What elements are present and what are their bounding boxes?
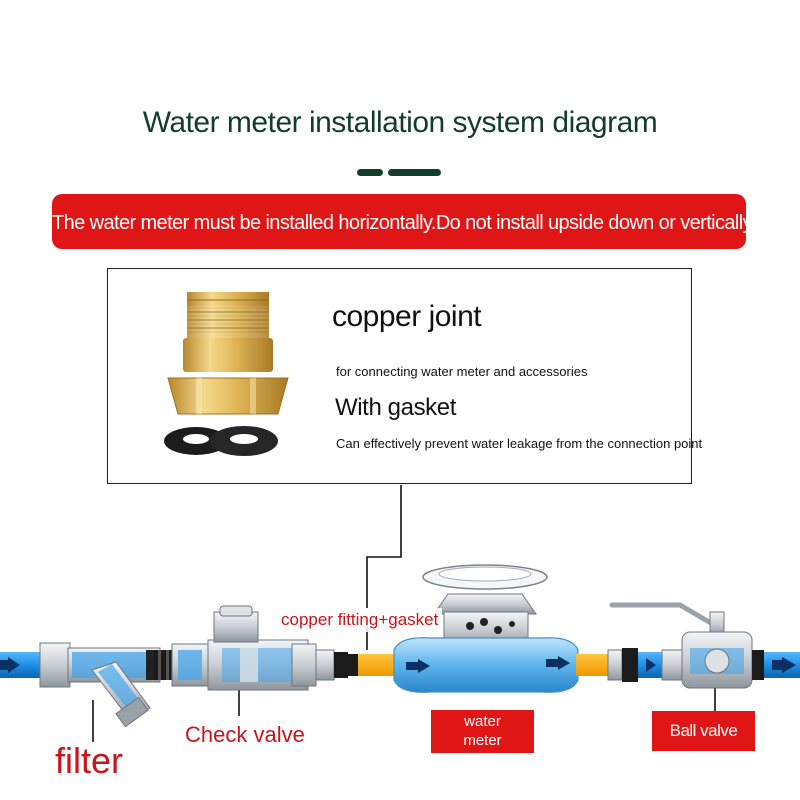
water-meter-label: water meter (431, 712, 534, 750)
copper-joint-description: for connecting water meter and accessori… (336, 364, 587, 379)
copper-fitting-label: copper fitting+gasket (277, 608, 442, 632)
rubber-gasket-icon (164, 426, 278, 456)
y-filter-icon (40, 643, 160, 727)
brass-fitting (358, 654, 394, 676)
brass-fitting (576, 654, 608, 676)
copper-joint-heading: copper joint (332, 300, 481, 334)
water-meter-label-line2: meter (431, 731, 534, 750)
ball-valve-label: Ball valve (652, 711, 755, 751)
gasket-heading: With gasket (335, 394, 456, 422)
water-meter-label-line1: water (431, 712, 534, 731)
check-valve-label: Check valve (185, 722, 305, 748)
brass-joint-icon (168, 292, 288, 414)
gasket-description: Can effectively prevent water leakage fr… (336, 436, 702, 451)
filter-label: filter (55, 740, 123, 782)
